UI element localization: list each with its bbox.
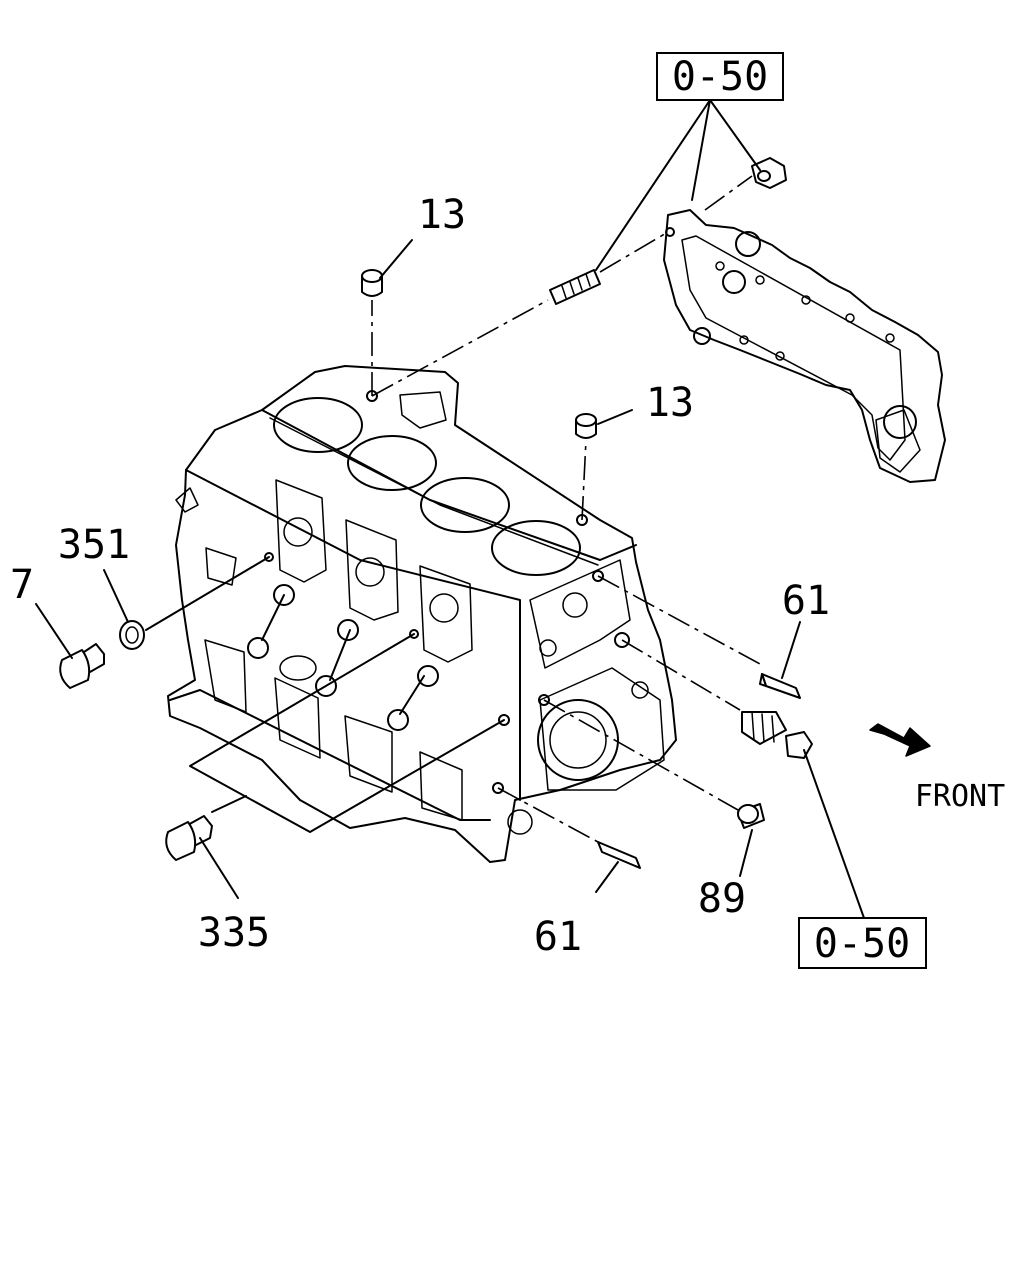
- front-label: FRONT: [915, 779, 1005, 814]
- plug-89-part: [737, 803, 765, 829]
- callout-7: 7: [10, 562, 34, 608]
- cylinder-block: [167, 365, 677, 863]
- ref-label-top: 0-50: [672, 54, 768, 100]
- plug-13-lower-part: [575, 413, 597, 439]
- oil-cooler-cover: [663, 209, 946, 483]
- callout-335: 335: [198, 910, 270, 956]
- front-arrow-icon: [869, 723, 931, 757]
- plug-13-upper-part: [361, 269, 383, 297]
- callout-13-upper: 13: [418, 192, 466, 238]
- nut-part: [751, 157, 787, 189]
- ref-box-top: 0-50: [656, 52, 784, 101]
- sensor-fitting-part: [741, 711, 813, 759]
- pin-61-bottom-part: [597, 841, 641, 869]
- callout-61-right: 61: [782, 578, 830, 624]
- plug-335-part: [165, 815, 213, 861]
- callout-61-bottom: 61: [534, 914, 582, 960]
- callout-89: 89: [698, 876, 746, 922]
- pin-61-right-part: [759, 673, 801, 699]
- plug-7-part: [59, 643, 105, 689]
- plug-leader-lines: [145, 556, 505, 833]
- callout-13-lower: 13: [646, 380, 694, 426]
- stud-bolt-part: [549, 269, 601, 305]
- ref-box-bottom: 0-50: [798, 917, 927, 969]
- callout-leaders: [35, 99, 865, 919]
- callout-351: 351: [58, 522, 130, 568]
- washer-351-part: [119, 620, 145, 650]
- ref-label-bottom: 0-50: [814, 921, 910, 967]
- assembly-lines: [371, 175, 761, 843]
